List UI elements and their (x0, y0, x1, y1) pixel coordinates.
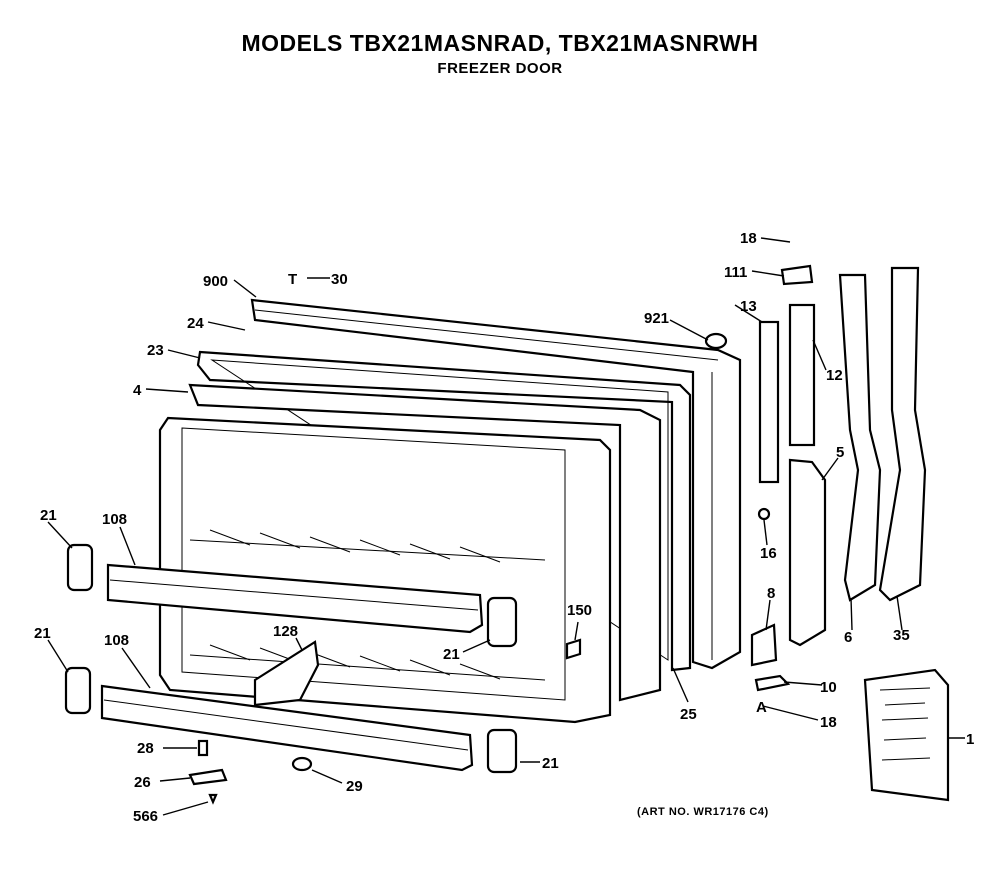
art-number: (ART NO. WR17176 C4) (637, 806, 769, 818)
callout-13: 13 (740, 298, 757, 315)
breaker-strip-frame (188, 383, 662, 702)
callout-a-marker: A (756, 699, 767, 716)
callout-23: 23 (147, 342, 164, 359)
callout-30: 30 (331, 271, 348, 288)
center-divider (253, 640, 320, 707)
callout-566: 566 (133, 808, 158, 825)
callout-1: 1 (966, 731, 974, 748)
diagram-subtitle: FREEZER DOOR (437, 60, 563, 77)
shelf-end-caps (64, 543, 518, 774)
callout-21-lower-left: 21 (34, 625, 51, 642)
leader-lines (47, 237, 965, 816)
callout-108-upper: 108 (102, 511, 127, 528)
shelf-bar-upper (106, 563, 484, 634)
callout-150: 150 (567, 602, 592, 619)
callout-t-marker: T (288, 271, 297, 288)
freezer-door-outer-panel (250, 298, 742, 670)
small-fasteners (188, 638, 582, 805)
callout-18-top: 18 (740, 230, 757, 247)
callout-21-upper-left: 21 (40, 507, 57, 524)
callout-5: 5 (836, 444, 844, 461)
callout-18-bottom: 18 (820, 714, 837, 731)
callout-8: 8 (767, 585, 775, 602)
callout-labels: 900 T 30 24 23 4 921 18 111 13 12 5 16 6… (34, 230, 974, 825)
callout-25: 25 (680, 706, 697, 723)
callout-128: 128 (273, 623, 298, 640)
callout-26: 26 (134, 774, 151, 791)
data-card (863, 668, 950, 802)
callout-12: 12 (826, 367, 843, 384)
callout-4: 4 (133, 382, 142, 399)
diagram-title: MODELS TBX21MASNRAD, TBX21MASNRWH (241, 30, 759, 56)
callout-21-center: 21 (443, 646, 460, 663)
callout-921: 921 (644, 310, 669, 327)
callout-35: 35 (893, 627, 910, 644)
callout-28: 28 (137, 740, 154, 757)
callout-10: 10 (820, 679, 837, 696)
hinge-and-brackets (704, 264, 927, 692)
callout-108-lower: 108 (104, 632, 129, 649)
callout-21-bottom-right: 21 (542, 755, 559, 772)
callout-29: 29 (346, 778, 363, 795)
callout-111: 111 (724, 264, 747, 281)
door-liner (158, 416, 612, 724)
callout-900: 900 (203, 273, 228, 290)
shelf-bar-lower (100, 684, 474, 772)
callout-6: 6 (844, 629, 852, 646)
callout-24: 24 (187, 315, 204, 332)
callout-16: 16 (760, 545, 777, 562)
